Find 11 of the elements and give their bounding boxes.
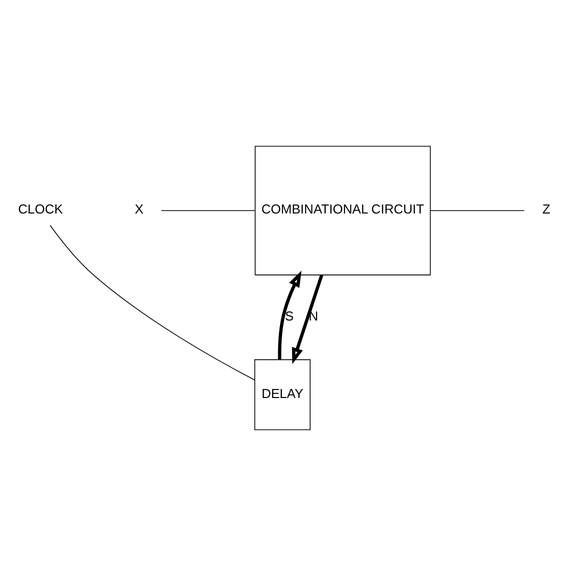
node-text: CLOCK (18, 202, 63, 217)
connector (50, 225, 256, 380)
node-box: COMBINATIONAL CIRCUIT (254, 146, 431, 276)
node-text: Z (542, 202, 550, 217)
node-box: DELAY (254, 359, 311, 430)
connector (430, 210, 525, 212)
arrow (292, 274, 324, 364)
edge-label: S (285, 308, 294, 324)
arrow (278, 270, 302, 360)
node-text: X (134, 202, 144, 217)
connector (160, 210, 256, 212)
